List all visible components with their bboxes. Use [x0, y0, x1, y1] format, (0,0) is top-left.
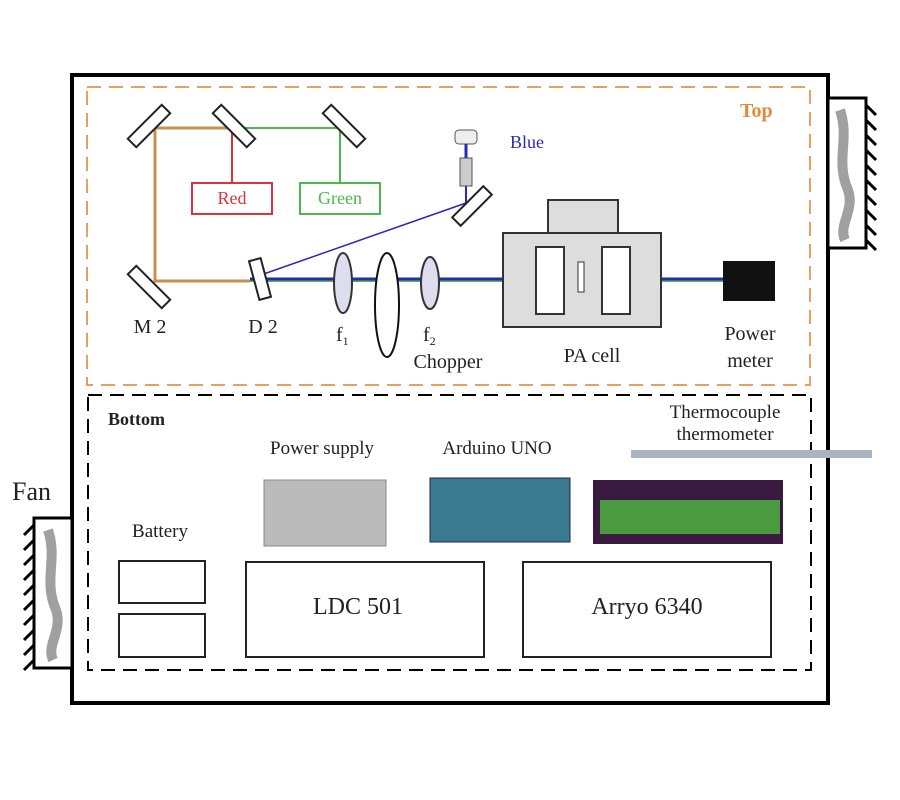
mirror-green	[321, 103, 367, 149]
lens-f2	[420, 256, 440, 310]
bottom-region	[87, 394, 812, 671]
red-laser-box	[191, 182, 273, 215]
green-label: Green	[318, 188, 362, 208]
arduino-label: Arduino UNO	[442, 438, 551, 459]
f1-label: f1	[336, 324, 349, 348]
fan-label: Fan	[12, 477, 51, 506]
f2-label: f2	[423, 324, 436, 348]
pa-cell	[502, 199, 662, 328]
power-supply-label: Power supply	[270, 438, 374, 459]
green-laser-box	[299, 182, 381, 215]
m2-label: M 2	[134, 316, 167, 338]
chopper-icon	[374, 252, 400, 358]
mirror-top-left	[126, 103, 172, 149]
power-meter-icon	[723, 261, 775, 301]
blue-laser-icon	[454, 129, 478, 187]
enclosure-box	[70, 73, 830, 705]
thermo-label-2: thermometer	[676, 424, 774, 445]
top-region	[86, 86, 811, 386]
ldc-box	[245, 561, 485, 658]
mirrors	[126, 103, 494, 310]
mirror-m2	[126, 264, 172, 310]
arduino-image	[429, 477, 571, 543]
arroyo-box	[522, 561, 772, 658]
lens-f1	[333, 252, 353, 314]
right-fan-icon	[826, 96, 878, 252]
ldc-label: LDC 501	[313, 594, 403, 620]
mirror-red	[211, 103, 257, 149]
power-supply-image	[263, 479, 387, 547]
tec-board-pcb	[600, 500, 780, 534]
red-label: Red	[218, 188, 247, 208]
battery-label: Battery	[132, 521, 188, 542]
pa-cell-label: PA cell	[564, 345, 621, 367]
battery-2	[118, 613, 206, 658]
blue-label: Blue	[510, 132, 544, 152]
power-meter-label-1: Power	[724, 323, 775, 345]
battery-1	[118, 560, 206, 604]
top-label: Top	[740, 100, 773, 122]
mirror-blue	[450, 184, 494, 228]
chopper-label: Chopper	[414, 351, 483, 373]
thermo-label-1: Thermocouple	[670, 402, 781, 423]
dichroic-d2	[247, 256, 273, 302]
d2-label: D 2	[248, 316, 277, 338]
thermocouple-probe	[631, 450, 872, 458]
left-fan-icon	[22, 516, 74, 672]
power-meter-label-2: meter	[727, 350, 773, 372]
arroyo-label: Arryo 6340	[591, 594, 702, 620]
bottom-label: Bottom	[108, 409, 165, 429]
